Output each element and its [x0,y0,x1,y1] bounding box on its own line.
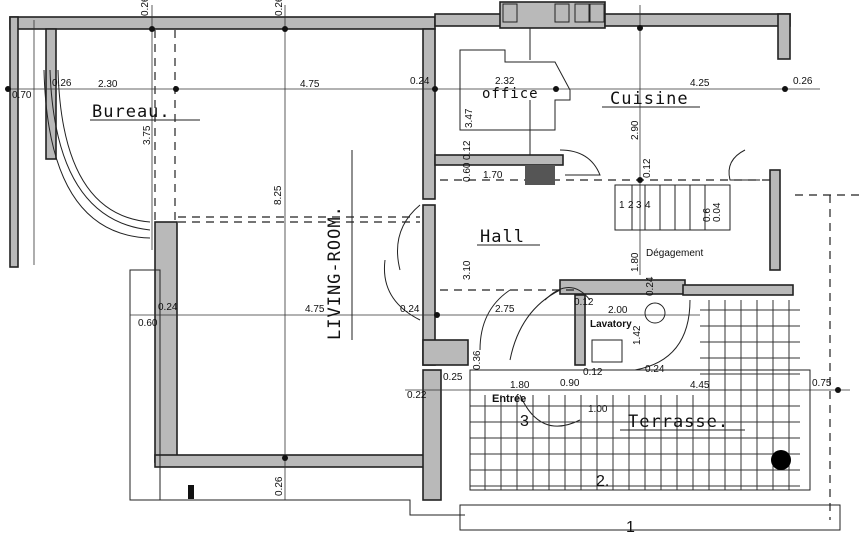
room-label-hall: Hall [480,227,525,247]
dim-label: 0.26 [274,0,285,16]
terrace-tiles [470,300,800,490]
dim-label: 2.75 [495,304,515,315]
dim-label: 8.25 [273,185,284,205]
room-label-office: office [482,86,539,102]
dim-label: 2.30 [98,79,118,90]
room-label-lavatory: Lavatory [590,319,632,330]
room-label-cuisine: Cuisine [610,89,689,109]
room-label-bureau: Bureau. [92,102,171,122]
dim-label: 1.42 [632,325,643,345]
dim-label: 0.12 [583,367,603,378]
dimension-labels: 0.26 0.26 0.26 2.30 4.75 0.24 0.70 3.75 … [12,0,832,496]
dim-label: 0.22 [407,390,427,401]
dim-label: 4.25 [690,78,710,89]
dim-label: 0.75 [812,378,832,389]
dim-label: 0.90 [560,378,580,389]
dim-label: 1.80 [510,380,530,391]
dim-label: 0.12 [574,297,594,308]
dim-label: 0.24 [400,304,420,315]
dim-label: 2.32 [495,76,515,87]
marker-2: 2. [596,473,609,490]
dim-label: 0.26 [274,476,285,496]
dim-label: 4.75 [300,79,320,90]
hatch [525,165,555,185]
dim-label: 0.26 [793,76,813,87]
room-label-terrasse: Terrasse. [628,412,729,432]
dim-label: 0.60 [462,162,473,182]
room-label-degagement: Dégagement [646,248,703,259]
dim-label: 2.00 [608,305,628,316]
dim-label: 0.24 [645,276,656,296]
dim-label: 0.24 [645,364,665,375]
dim-label: 0.12 [462,140,473,160]
dim-label: 0.25 [443,372,463,383]
dim-label: 0.60 [138,318,158,329]
dim-label: 2.90 [630,120,641,140]
dim-label: 4.75 [305,304,325,315]
downpipe [771,450,791,470]
dim-label: 0.26 [52,78,72,89]
dim-label: 4.45 [690,380,710,391]
dim-label: 1.00 [588,404,608,415]
dim-label: 3.47 [464,108,475,128]
dim-label: 0.24 [158,302,178,313]
room-label-living-room: LIVING-ROOM. [325,205,345,340]
stair-step: 4 [645,200,651,211]
dim-label: 0.24 [410,76,430,87]
dim-label: 0.04 [712,202,723,222]
room-label-entree: Entrée [492,393,526,405]
dim-label: 0.26 [140,0,151,16]
dim-label: 0.12 [642,158,653,178]
dim-label: 0.36 [472,350,483,370]
stair-step: 1 [619,200,625,211]
dim-label: 3.75 [142,125,153,145]
dim-label: 0.70 [12,90,32,101]
marker-3: 3 [520,413,529,430]
stair-step: 2 [628,200,634,211]
stair-step: 3 [636,200,642,211]
dim-label: 1.80 [630,252,641,272]
dim-label: 0.6 [702,208,713,222]
dim-label: 3.10 [462,260,473,280]
dim-label: 1.70 [483,170,503,181]
drain [188,485,194,499]
marker-1: 1 [626,519,635,536]
